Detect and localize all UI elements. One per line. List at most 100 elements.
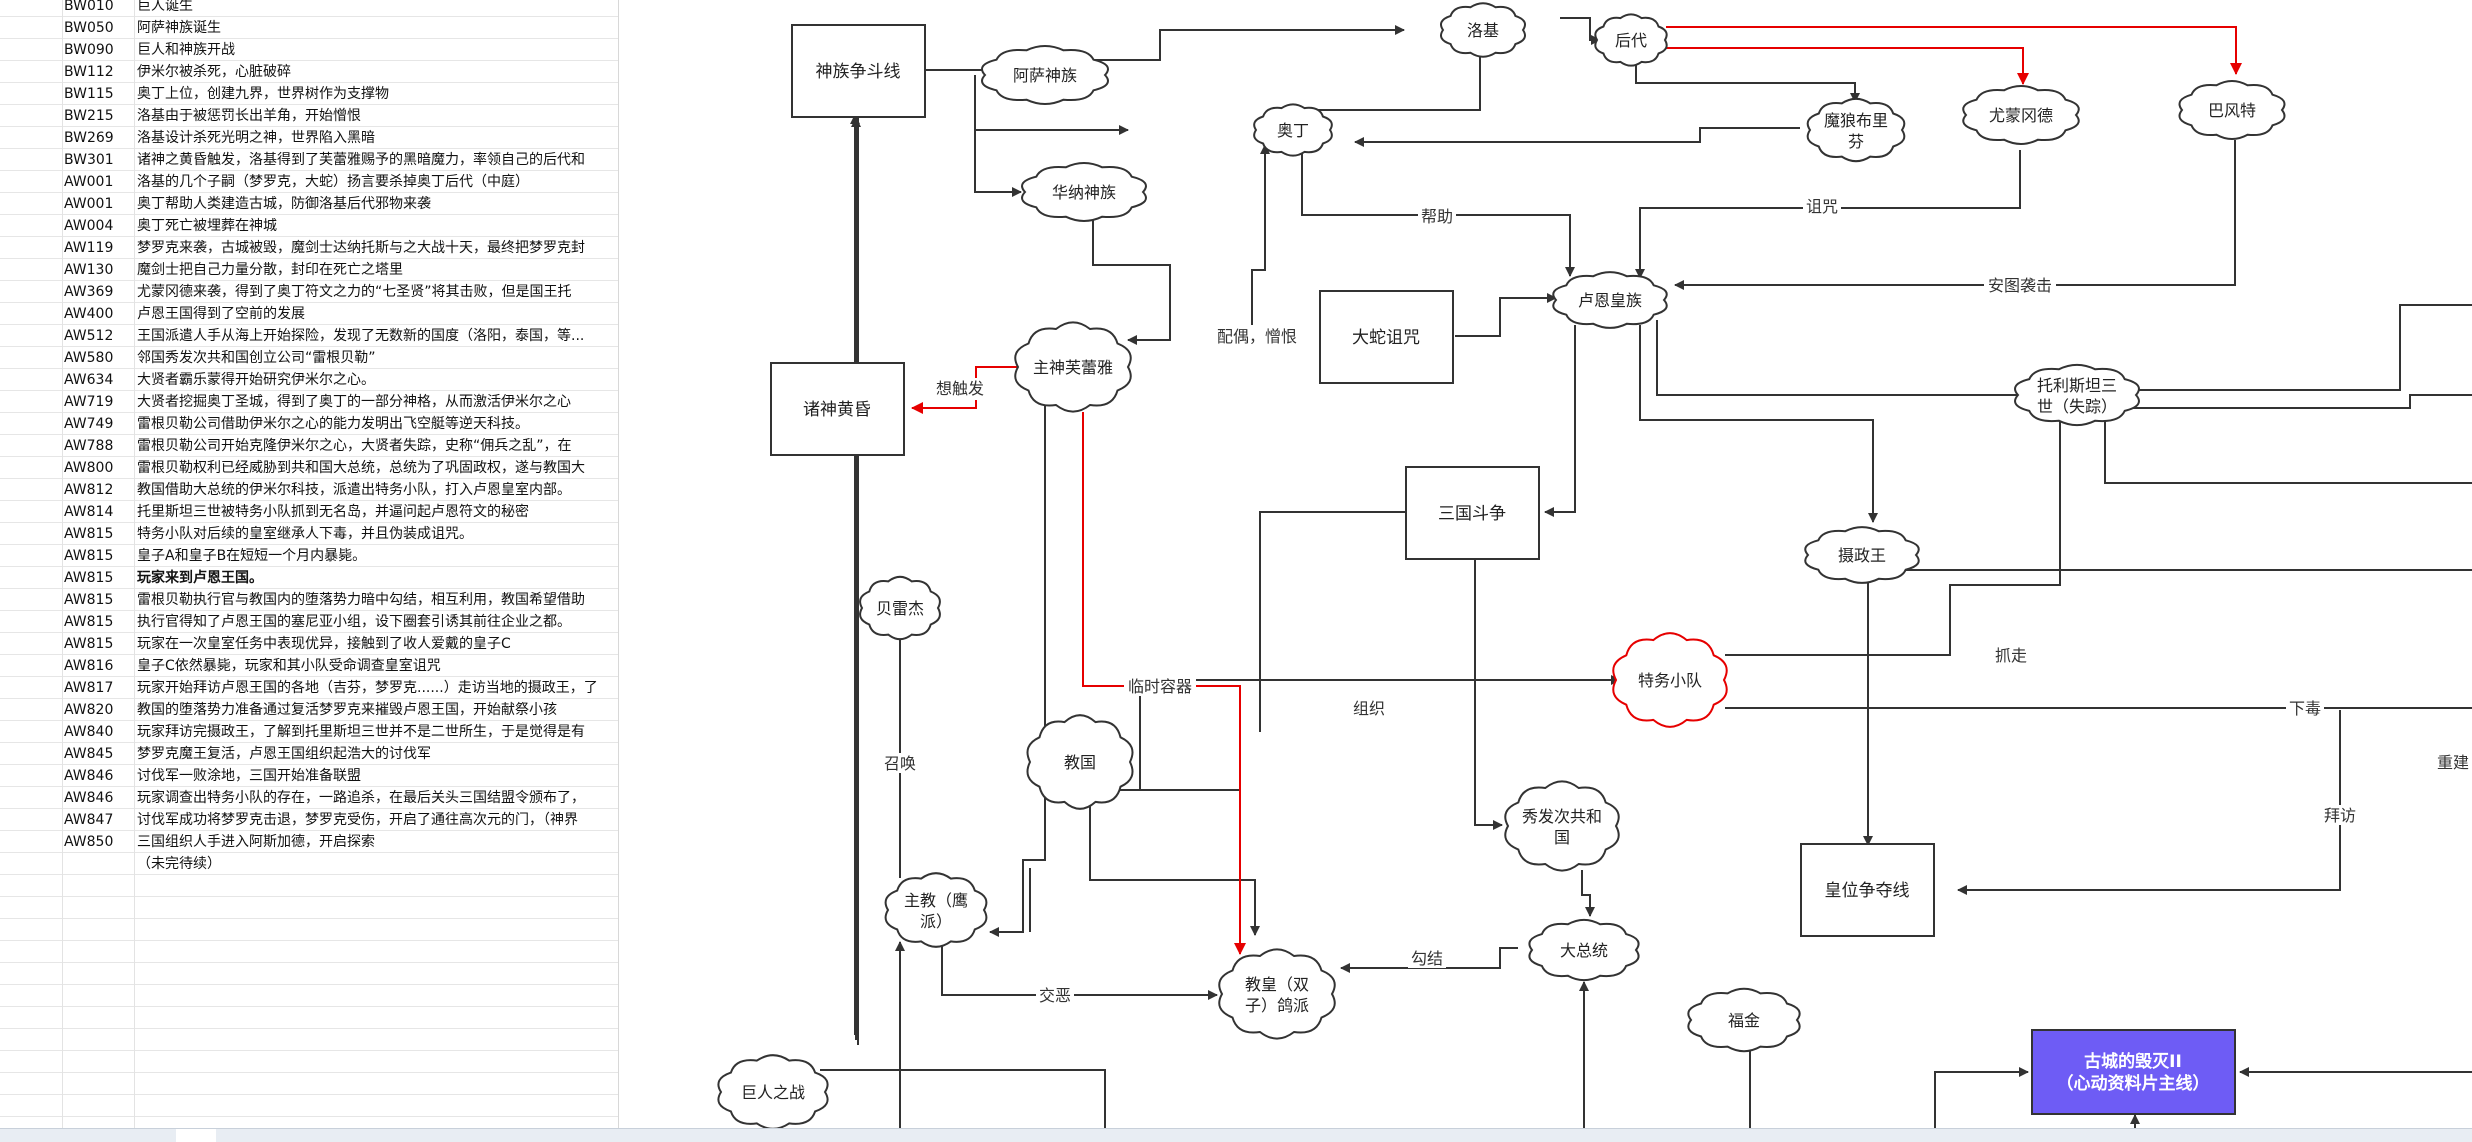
cloud-node-luoji[interactable]: 洛基 (1440, 2, 1526, 58)
cloud-node-shezheng[interactable]: 摄政王 (1804, 526, 1920, 584)
cloud-node-tewu[interactable]: 特务小队 (1612, 632, 1728, 728)
cloud-shape (2014, 363, 2140, 427)
timeline-event: 尤蒙冈德来袭，得到了奥丁符文之力的“七圣贤”将其击败，但是国王托 (137, 284, 572, 300)
cloud-node-zhujiao[interactable]: 主教（鹰派） (884, 872, 988, 948)
edge-luen-shezheng (1639, 325, 1878, 523)
box-shenzu-line[interactable]: 神族争斗线 (791, 24, 926, 118)
edge-zuzhi (1139, 675, 1621, 790)
cloud-node-asa[interactable]: 阿萨神族 (981, 45, 1109, 105)
cloud-node-fujin[interactable]: 福金 (1687, 987, 1801, 1053)
timeline-event: 巨人诞生 (137, 0, 193, 14)
sheet-tab[interactable] (176, 1129, 216, 1142)
cloud-node-beileijie[interactable]: 贝雷杰 (859, 575, 941, 641)
cloud-node-youmeng[interactable]: 尤蒙冈德 (1962, 85, 2080, 145)
timeline-code: AW749 (64, 416, 114, 432)
cloud-label-jiaoguo: 教国 (1064, 753, 1096, 772)
timeline-event: 皇子C依然暴毙，玩家和其小队受命调查皇室诅咒 (137, 658, 441, 674)
cloud-node-huana[interactable]: 华纳神族 (1021, 162, 1147, 222)
cloud-label-zhujiao: 派） (920, 912, 952, 931)
timeline-code: AW400 (64, 306, 114, 322)
cloud-node-houdai[interactable]: 后代 (1594, 13, 1668, 67)
cloud-label-beileijie: 贝雷杰 (876, 599, 924, 618)
cloud-node-dazongtong[interactable]: 大总统 (1528, 918, 1640, 982)
edge-baifang (1957, 710, 2341, 895)
mindmap-canvas[interactable]: 神族争斗线 诸神黄昏 大蛇诅咒 三国斗争 皇位争夺线 古城的毁灭II （心动资料… (640, 0, 2472, 1141)
box-dashe-zuzhou[interactable]: 大蛇诅咒 (1319, 290, 1454, 384)
box-huangwei-zhengduo[interactable]: 皇位争夺线 (1800, 843, 1935, 937)
edge-furei-aoding (1251, 144, 1270, 330)
timeline-code: AW845 (64, 746, 114, 762)
cloud-node-aoding[interactable]: 奥丁 (1253, 103, 1333, 157)
cloud-shape (859, 575, 941, 641)
edge-label-anwang: 安图袭击 (1988, 276, 2052, 295)
edge-luen-sanguo (1544, 325, 1576, 517)
cloud-label-furei: 主神芙蕾雅 (1033, 358, 1113, 377)
timeline-event: 皇子A和皇子B在短短一个月内暴毙。 (137, 548, 367, 564)
timeline-code: AW634 (64, 372, 114, 388)
box-zhushen-huanghun[interactable]: 诸神黄昏 (770, 362, 905, 456)
box-sanguo-douzheng[interactable]: 三国斗争 (1405, 466, 1540, 560)
spreadsheet-gridlines (0, 0, 618, 1141)
cloud-node-furei[interactable]: 主神芙蕾雅 (1014, 321, 1132, 413)
timeline-event: 奥丁死亡被埋葬在神城 (137, 218, 277, 234)
cloud-node-bafengte[interactable]: 巴风特 (2178, 80, 2286, 140)
timeline-event: 梦罗克来袭，古城被毁，魔剑士达纳托斯与之大战十天，最终把梦罗克封 (137, 240, 585, 256)
cloud-node-luen[interactable]: 卢恩皇族 (1552, 271, 1668, 329)
cloud-node-xiufa[interactable]: 秀发次共和国 (1504, 780, 1620, 872)
timeline-row[interactable]: （未完待续） (0, 853, 618, 875)
edge-houdai-bafengte (1666, 26, 2242, 75)
cloud-node-jiaohuang[interactable]: 教皇（双子）鸽派 (1218, 948, 1336, 1040)
timeline-code: AW719 (64, 394, 114, 410)
timeline-code: AW815 (64, 614, 114, 630)
cloud-node-juren[interactable]: 巨人之战 (717, 1054, 829, 1130)
timeline-event: 教国借助大总统的伊米尔科技，派遣出特务小队，打入卢恩皇室内部。 (137, 482, 571, 498)
cloud-node-jiaoguo[interactable]: 教国 (1026, 714, 1134, 810)
box-gucheng-huimie[interactable]: 古城的毁灭II （心动资料片主线） (2031, 1029, 2236, 1115)
timeline-code: AW512 (64, 328, 114, 344)
edge-label-zhuazou: 抓走 (1995, 646, 2027, 665)
timeline-code: BW112 (64, 64, 114, 80)
timeline-event: 阿萨神族诞生 (137, 20, 221, 36)
